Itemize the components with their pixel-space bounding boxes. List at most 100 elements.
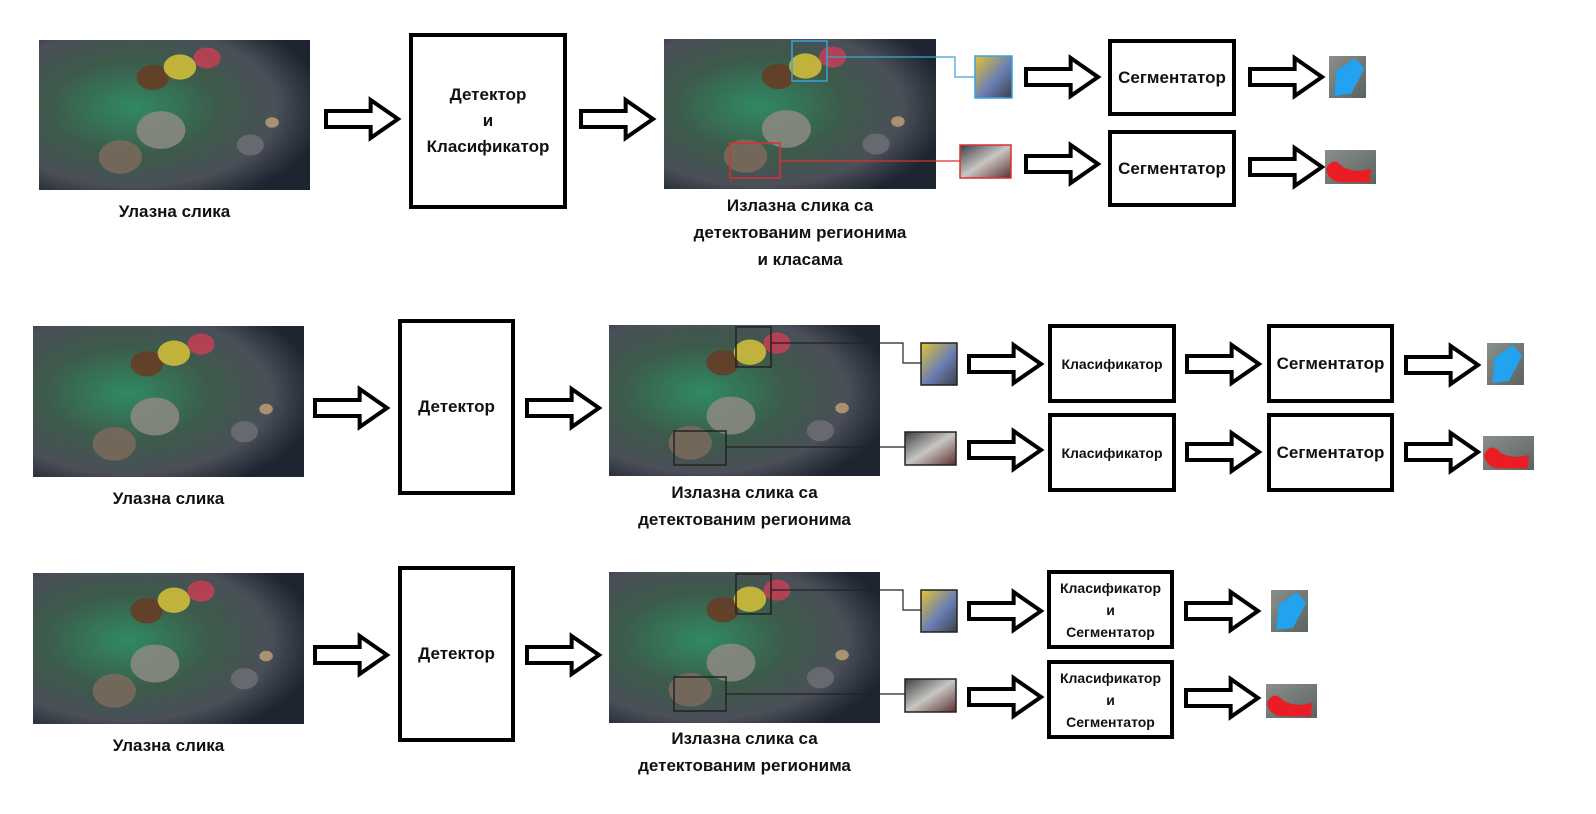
input-image-label-line: Улазна слика: [112, 736, 225, 755]
arrow-icon: [324, 96, 402, 142]
classifier-box-text: Класификатор: [1061, 355, 1163, 372]
clutter-blob: [723, 139, 768, 173]
input-image-label: Улазна слика: [33, 485, 304, 512]
segmentator-box: Сегментатор: [1108, 39, 1236, 116]
connector-line: [771, 589, 921, 611]
classifier-segmentator-box-text: и: [1106, 691, 1115, 708]
classifier-box: Класификатор: [1048, 413, 1176, 492]
arrow-icon: [1024, 54, 1102, 100]
arrow-icon: [1248, 144, 1326, 190]
clutter-blob: [163, 54, 197, 80]
arrow-icon: [1404, 429, 1482, 475]
output-image-label-line: детектованим регионима: [693, 223, 907, 242]
clutter-blob: [157, 340, 191, 366]
segmentation-mask-blue: [1334, 58, 1365, 96]
input-image-label-line: Улазна слика: [112, 489, 225, 508]
crop-thumbnail-yellow-object: [920, 342, 958, 386]
clutter-blob: [187, 580, 215, 602]
clutter-blob: [706, 396, 756, 435]
connector-line: [771, 342, 921, 364]
output-image-label-line: Излазна слика са: [726, 196, 874, 215]
output-image-label-line: детектованим регионима: [638, 510, 851, 529]
detector-box-text: Детектор: [418, 397, 495, 416]
clutter-blob: [733, 586, 767, 612]
detected-region-box: [673, 430, 727, 466]
arrow-icon: [313, 385, 391, 431]
classifier-segmentator-box-text: Класификатор: [1059, 579, 1162, 596]
arrow-icon: [1248, 54, 1326, 100]
arrow-icon: [525, 632, 603, 678]
clutter-blob: [789, 53, 822, 79]
segmentation-mask-red: [1267, 695, 1312, 717]
arrow-icon: [1185, 341, 1263, 387]
output-image-label: Излазна слика са детектованим регионима и …: [664, 192, 936, 273]
clutter-blob: [891, 116, 905, 127]
arrow-icon: [579, 96, 657, 142]
segmentator-box-text: Сегментатор: [1276, 442, 1385, 462]
clutter-blob: [130, 598, 164, 624]
output-image-label: Излазна слика са детектованим регионима: [609, 725, 880, 779]
output-image-label-line: Излазна слика са: [671, 729, 818, 748]
output-image-label-line: детектованим регионима: [638, 756, 851, 775]
arrow-icon: [1024, 141, 1102, 187]
clutter-blob: [92, 673, 136, 708]
detector-box-text: Класификатор: [426, 137, 550, 156]
classifier-segmentator-box-text: и: [1106, 601, 1115, 618]
clutter-blob: [761, 110, 811, 148]
clutter-blob: [130, 397, 180, 436]
clutter-blob: [98, 140, 142, 174]
connector-line: [827, 56, 975, 78]
clutter-blob: [259, 403, 273, 415]
segmentator-box-text: Сегментатор: [1118, 158, 1226, 178]
detector-box: Детектор: [398, 566, 515, 742]
clutter-blob: [706, 597, 740, 623]
crop-thumbnail-yellow-object: [974, 55, 1013, 99]
arrow-icon: [1184, 588, 1262, 634]
segmentation-mask-red: [1326, 161, 1371, 183]
clutter-blob: [668, 425, 712, 460]
input-image-label-line: Улазна слика: [118, 202, 231, 221]
clutter-blob: [136, 111, 186, 149]
clutter-blob: [706, 643, 756, 682]
input-image-label: Улазна слика: [39, 198, 310, 225]
output-image-label-line: Излазна слика са: [671, 483, 818, 502]
clutter-blob: [862, 133, 890, 155]
clutter-blob: [92, 426, 136, 461]
output-image-label-line: и класама: [757, 250, 843, 269]
arrow-icon: [967, 341, 1045, 387]
arrow-icon: [1184, 675, 1262, 721]
clutter-blob: [668, 672, 712, 707]
clutter-blob: [187, 333, 215, 355]
clutter-blob: [806, 420, 834, 442]
clutter-blob: [130, 644, 180, 683]
detected-region-box: [791, 40, 828, 82]
detector-box-text: Детектор: [418, 644, 495, 663]
clutter-blob: [193, 47, 221, 69]
classifier-box-text: Класификатор: [1061, 444, 1163, 461]
arrow-icon: [967, 427, 1045, 473]
classifier-box: Класификатор: [1048, 324, 1176, 403]
detector-box-text: и: [482, 111, 494, 130]
clutter-blob: [259, 650, 273, 662]
clutter-blob: [835, 649, 849, 661]
output-image-label: Излазна слика са детектованим регионима: [609, 479, 880, 533]
clutter-blob: [236, 134, 264, 156]
arrow-icon: [1185, 429, 1263, 475]
crop-thumbnail-yellow-object: [920, 589, 958, 633]
arrow-icon: [967, 674, 1045, 720]
clutter-blob: [130, 351, 164, 377]
segmentation-mask-blue: [1492, 345, 1523, 383]
classifier-segmentator-box-text: Сегментатор: [1066, 713, 1155, 730]
segmentator-box-text: Сегментатор: [1118, 67, 1226, 87]
clutter-blob: [706, 350, 740, 376]
clutter-blob: [733, 339, 767, 365]
segmentator-box: Сегментатор: [1267, 324, 1394, 403]
classifier-segmentator-box-text: Сегментатор: [1066, 623, 1155, 640]
classifier-segmentator-box-text: Класификатор: [1059, 669, 1162, 686]
clutter-blob: [835, 402, 849, 414]
segmentator-box: Сегментатор: [1108, 130, 1236, 207]
crop-thumbnail-gray-object: [959, 144, 1012, 179]
